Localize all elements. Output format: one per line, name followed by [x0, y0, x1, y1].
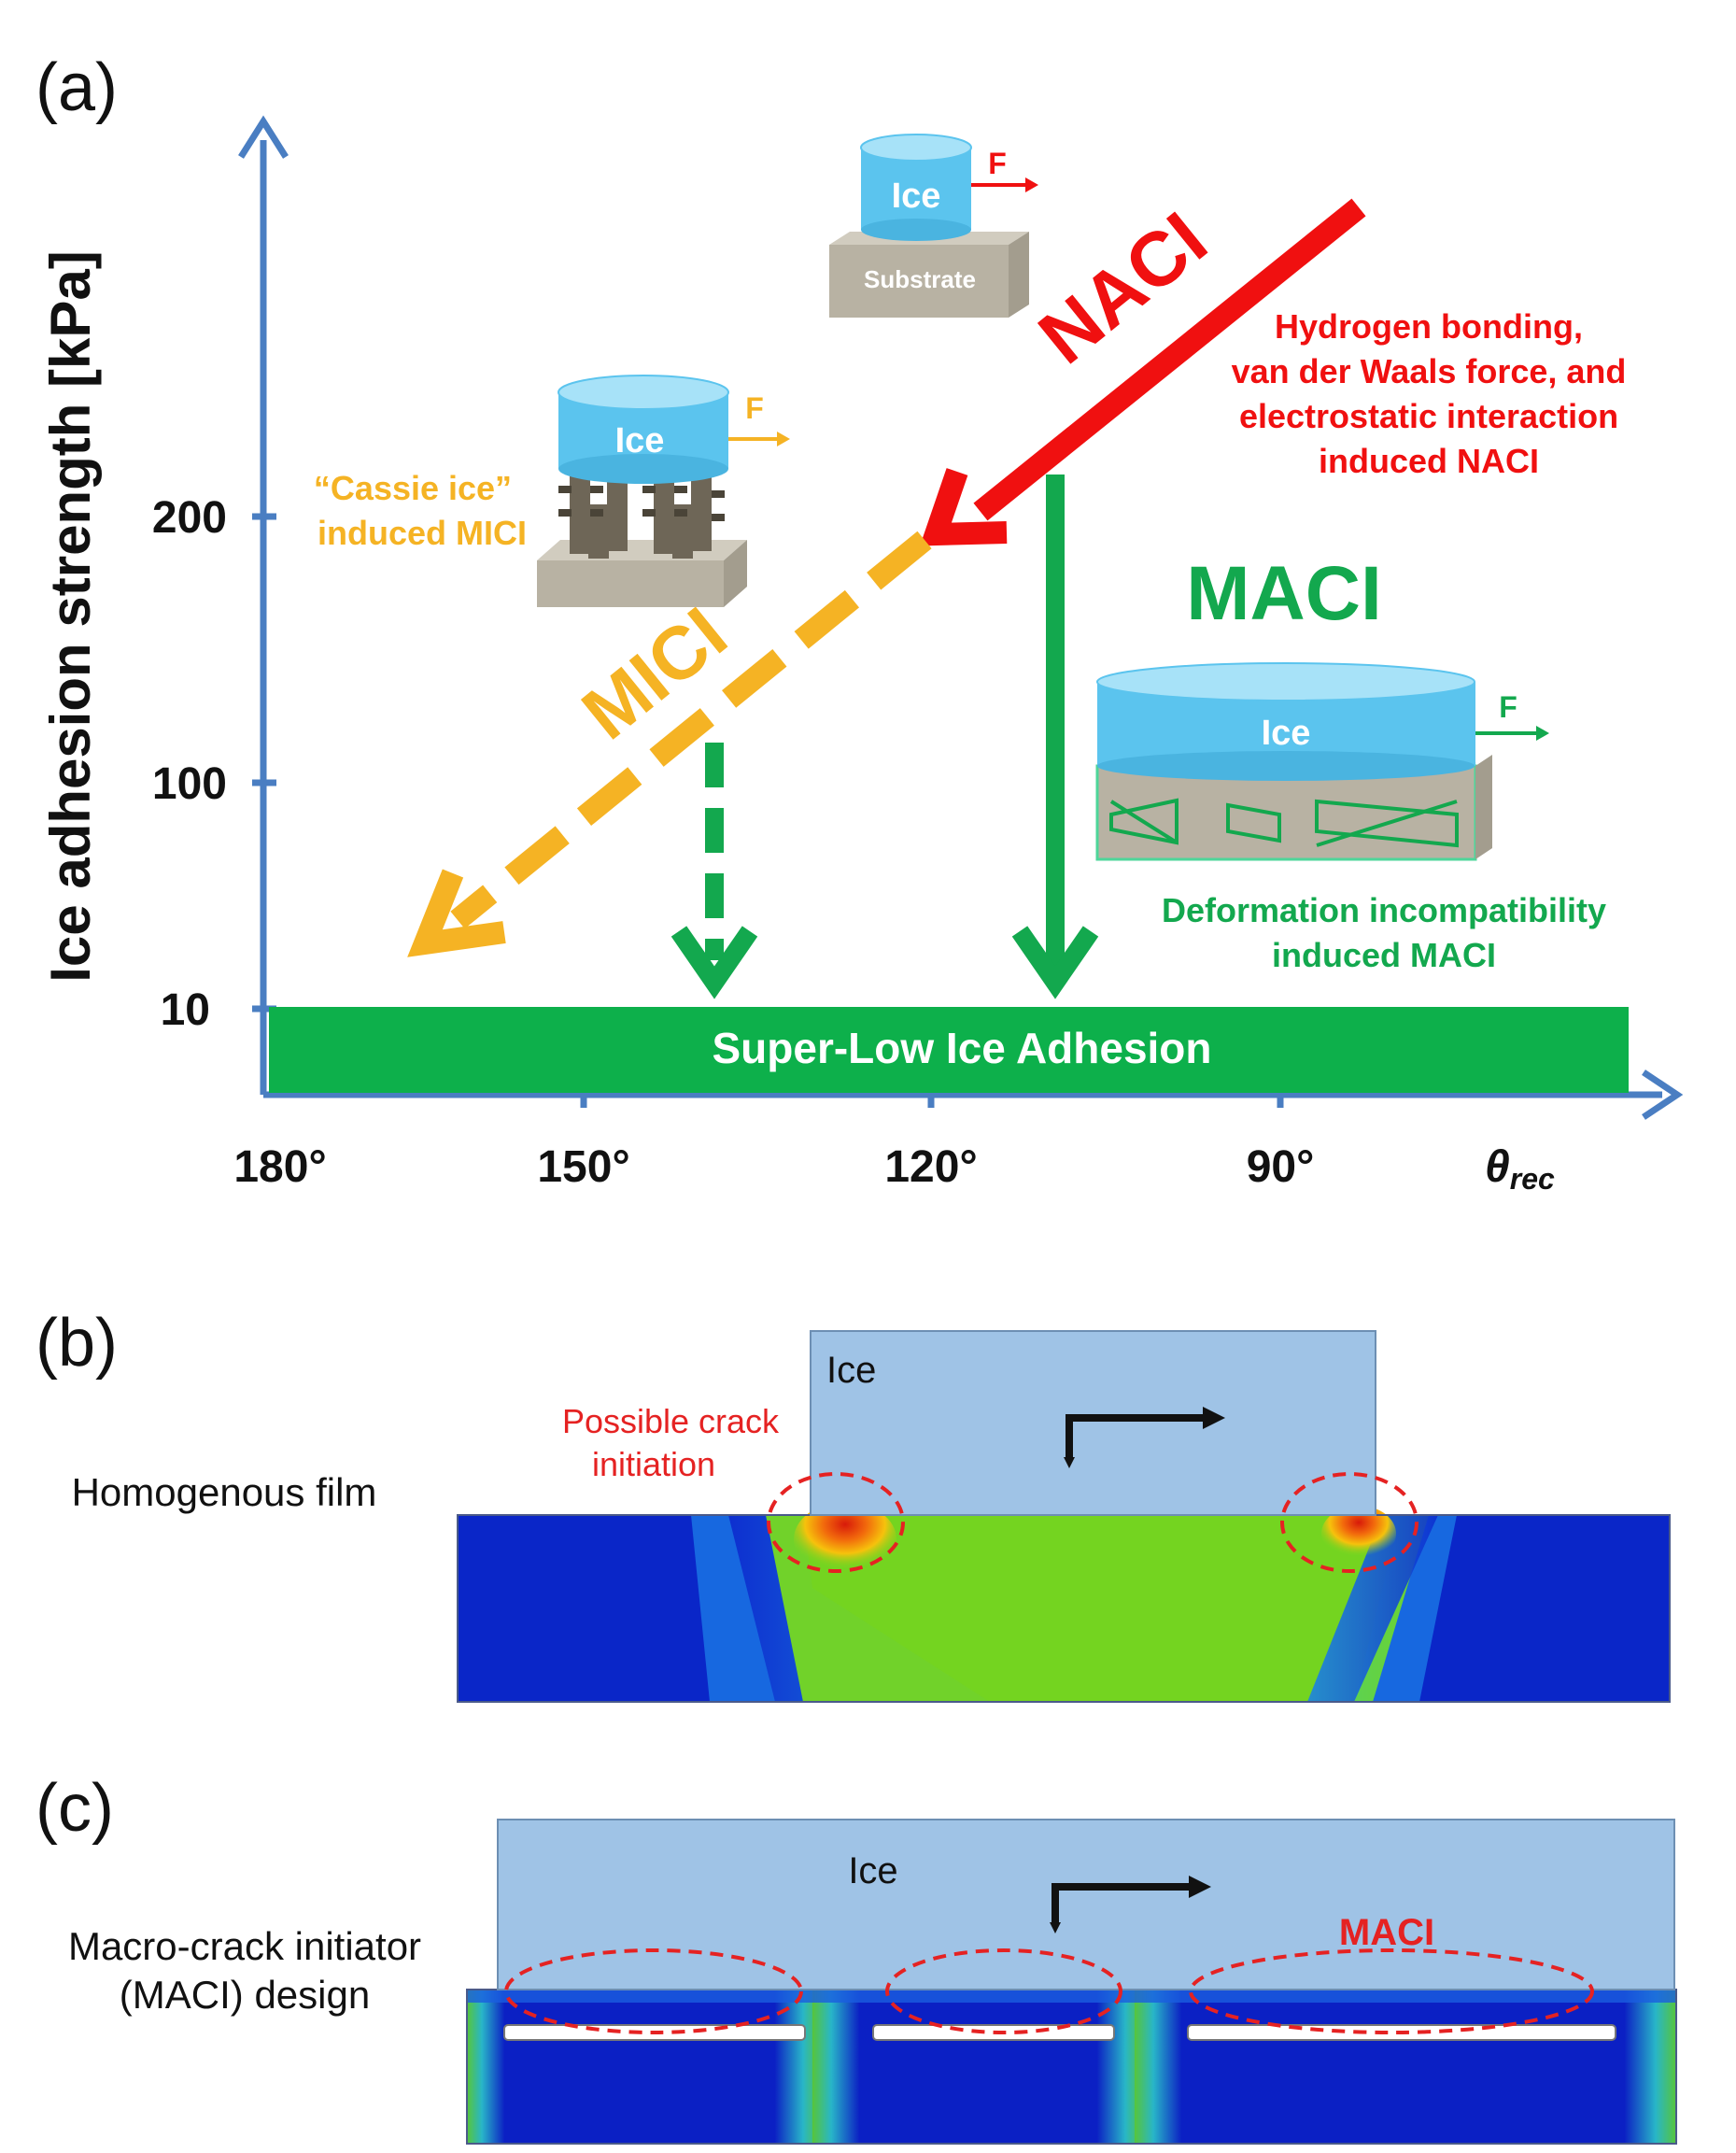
maci-crack-markers — [504, 1948, 1594, 2034]
naci-desc-line: Hydrogen bonding, — [1275, 307, 1583, 346]
super-low-band — [269, 1007, 1629, 1093]
naci-description: Hydrogen bonding, van der Waals force, a… — [1232, 307, 1627, 480]
mici-desc-line: “Cassie ice” — [314, 469, 512, 507]
ice-label: Ice — [892, 177, 941, 216]
x-tick-label: 150° — [537, 1142, 629, 1192]
homogenous-film-label: Homogenous film — [72, 1470, 377, 1514]
y-tick-label: 10 — [161, 985, 210, 1035]
maci-design-line: (MACI) design — [120, 1973, 370, 2017]
maci-down-arrow — [1011, 475, 1099, 999]
mici-down-arrow — [670, 743, 758, 999]
y-ticks: 200 100 10 — [152, 493, 276, 1035]
x-tick-label: 120° — [884, 1142, 977, 1192]
x-axis-theta: θ — [1485, 1142, 1510, 1192]
y-axis-title: Ice adhesion strength [kPa] — [39, 250, 102, 983]
substrate-label: Substrate — [864, 265, 976, 293]
force-label: F — [1499, 690, 1517, 724]
x-axis — [263, 1069, 1684, 1120]
maci-label-c: MACI — [1339, 1912, 1434, 1953]
naci-arrow — [920, 198, 1366, 546]
naci-illustration: Substrate Ice F — [829, 134, 1038, 318]
naci-desc-line: van der Waals force, and — [1232, 352, 1627, 390]
ice-block-b — [810, 1330, 1376, 1516]
super-low-band-label: Super-Low Ice Adhesion — [712, 1024, 1211, 1072]
mici-arrow — [407, 531, 932, 957]
panel-b-label: (b) — [35, 1306, 118, 1381]
mici-title: MICI — [567, 591, 741, 755]
homogenous-film-plot — [457, 1502, 1671, 1703]
x-axis-subscript: rec — [1510, 1162, 1555, 1196]
crack-label-line: Possible crack — [562, 1402, 780, 1440]
crack-initiation-markers — [767, 1472, 1418, 1573]
naci-desc-line: electrostatic interaction — [1239, 397, 1618, 435]
naci-desc-line: induced NACI — [1319, 442, 1539, 480]
force-label: F — [745, 391, 764, 425]
shear-force-icon — [1064, 1407, 1225, 1468]
y-tick-label: 100 — [152, 759, 227, 809]
force-label: F — [988, 147, 1007, 180]
maci-design-plot — [466, 1989, 1677, 2145]
mici-desc-line: induced MICI — [318, 514, 527, 552]
maci-design-line: Macro-crack initiator — [68, 1924, 421, 1968]
y-tick-label: 200 — [152, 493, 227, 543]
ice-label-b: Ice — [826, 1350, 876, 1391]
ice-label: Ice — [1262, 714, 1311, 753]
ice-label: Ice — [615, 421, 665, 460]
x-tick-label: 180° — [233, 1142, 326, 1192]
maci-illustration: Ice F — [1095, 662, 1549, 861]
maci-description: Deformation incompatibility induced MACI — [1162, 891, 1606, 974]
crack-label: Possible crack initiation — [562, 1402, 780, 1483]
shear-force-icon — [1050, 1876, 1211, 1933]
x-ticks: 180° 150° 120° 90° θrec — [233, 1084, 1555, 1196]
mici-illustration: Ice F — [537, 375, 790, 607]
x-tick-label: 90° — [1247, 1142, 1315, 1192]
ice-label-c: Ice — [848, 1850, 897, 1891]
panel-a-label: (a) — [35, 50, 118, 125]
maci-design-label: Macro-crack initiator (MACI) design — [68, 1924, 421, 2017]
panel-c-label: (c) — [35, 1771, 114, 1846]
maci-title: MACI — [1186, 551, 1382, 636]
y-axis — [238, 115, 289, 1095]
maci-desc-line: induced MACI — [1272, 936, 1496, 974]
crack-label-line: initiation — [592, 1445, 715, 1483]
maci-desc-line: Deformation incompatibility — [1162, 891, 1606, 929]
mici-description: “Cassie ice” induced MICI — [314, 469, 527, 552]
x-axis-title: θrec — [1485, 1142, 1555, 1196]
